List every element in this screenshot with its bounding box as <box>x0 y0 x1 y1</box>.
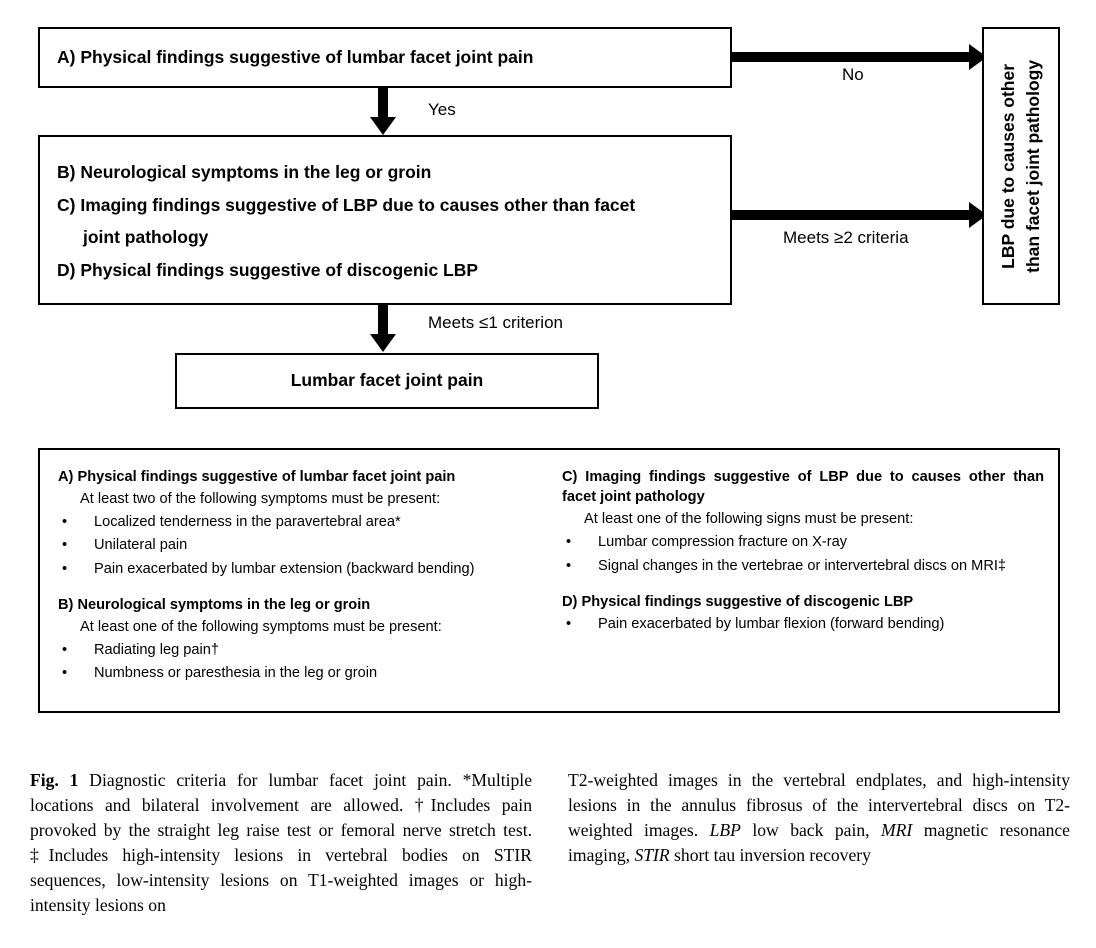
criteria-b-bullet-1-text: Radiating leg pain† <box>94 641 219 658</box>
criteria-a-bullet-3: • Pain exacerbated by lumbar extension (… <box>58 559 530 579</box>
figure-caption-column-right: T2-weighted images in the vertebral endp… <box>568 768 1070 918</box>
criteria-c-bullet-1-text: Lumbar compression fracture on X-ray <box>598 534 848 551</box>
arrow-bcd-to-final <box>370 305 396 352</box>
figure-caption-right-text-4: short tau inversion recovery <box>669 844 871 865</box>
flowchart-box-a: A) Physical findings suggestive of lumba… <box>38 27 732 88</box>
criteria-group-a: A) Physical findings suggestive of lumba… <box>58 467 530 579</box>
arrow-label-yes: Yes <box>428 100 456 119</box>
flowchart-box-b-label: B) Neurological symptoms in the leg or g… <box>57 162 432 182</box>
bullet-icon: • <box>62 560 68 577</box>
criteria-a-bullet-2: • Unilateral pain <box>58 535 530 555</box>
criteria-group-b: B) Neurological symptoms in the leg or g… <box>58 595 530 684</box>
arrow-label-no: No <box>842 65 864 84</box>
arrow-label-meets-two-criteria: Meets ≥2 criteria <box>783 228 909 247</box>
criteria-b-bullet-1: • Radiating leg pain† <box>58 640 530 660</box>
flowchart-box-d-label: D) Physical findings suggestive of disco… <box>57 259 479 280</box>
criteria-a-subheading: At least two of the following symptoms m… <box>80 491 441 508</box>
criteria-c-bullet-2-text: Signal changes in the vertebrae or inter… <box>598 557 1007 574</box>
figure-caption: Fig. 1 Diagnostic criteria for lumbar fa… <box>30 768 1070 918</box>
criteria-c-heading: C) Imaging findings suggestive of LBP du… <box>562 469 1044 506</box>
criteria-c-bullet-1: • Lumbar compression fracture on X-ray <box>562 532 1044 552</box>
flowchart-box-outcome-other-causes: LBP due to causes other than facet joint… <box>982 27 1060 305</box>
flowchart-box-final-diagnosis: Lumbar facet joint pain <box>175 353 599 409</box>
figure-caption-right-text-3: magnetic resonance imaging, <box>568 819 1070 865</box>
figure-caption-right-text-1: T2-weighted images in the vertebral endp… <box>568 770 1070 840</box>
criteria-column-left: A) Physical findings suggestive of lumba… <box>40 450 544 711</box>
flowchart-box-a-label: A) Physical findings suggestive of lumba… <box>57 46 534 67</box>
criteria-b-bullet-2-text: Numbness or paresthesia in the leg or gr… <box>94 665 378 681</box>
criteria-group-c: C) Imaging findings suggestive of LBP du… <box>562 467 1044 576</box>
criteria-a-bullet-1: • Localized tenderness in the paraverteb… <box>58 512 530 532</box>
arrow-bcd-to-outcome <box>732 202 987 228</box>
bullet-icon: • <box>62 641 68 658</box>
figure-caption-column-left: Fig. 1 Diagnostic criteria for lumbar fa… <box>30 768 532 918</box>
arrow-a-to-outcome <box>732 44 987 70</box>
criteria-d-bullet-1: • Pain exacerbated by lumbar flexion (fo… <box>562 614 1044 634</box>
criteria-a-heading: A) Physical findings suggestive of lumba… <box>58 469 456 485</box>
criteria-group-d: D) Physical findings suggestive of disco… <box>562 592 1044 634</box>
criteria-b-subheading: At least one of the following symptoms m… <box>80 618 442 635</box>
abbreviation-mri: MRI <box>881 819 913 840</box>
flowchart-box-final-label: Lumbar facet joint pain <box>290 370 484 391</box>
figure-caption-left-text: Diagnostic criteria for lumbar facet joi… <box>30 770 533 915</box>
criteria-d-heading: D) Physical findings suggestive of disco… <box>562 593 914 610</box>
flowchart-box-outcome-line2: than facet joint pathology <box>1023 59 1044 273</box>
criteria-a-bullet-2-text: Unilateral pain <box>94 537 188 554</box>
criteria-d-bullet-1-text: Pain exacerbated by lumbar flexion (forw… <box>598 615 945 632</box>
bullet-icon: • <box>62 514 68 531</box>
figure-caption-label: Fig. 1 <box>30 770 79 790</box>
criteria-c-subheading: At least one of the following signs must… <box>584 511 914 528</box>
criteria-column-right: C) Imaging findings suggestive of LBP du… <box>544 450 1058 711</box>
bullet-icon: • <box>62 665 68 681</box>
abbreviation-lbp: LBP <box>709 819 741 840</box>
criteria-b-bullet-2: • Numbness or paresthesia in the leg or … <box>58 663 530 683</box>
flowchart-box-bcd: B) Neurological symptoms in the leg or g… <box>38 135 732 305</box>
arrow-a-to-bcd <box>370 88 396 135</box>
bullet-icon: • <box>62 537 68 554</box>
flowchart-box-c-label-line2: joint pathology <box>83 227 209 247</box>
bullet-icon: • <box>566 615 572 632</box>
criteria-c-bullet-2: • Signal changes in the vertebrae or int… <box>562 556 1044 576</box>
bullet-icon: • <box>566 534 572 551</box>
criteria-panel: A) Physical findings suggestive of lumba… <box>38 448 1060 713</box>
figure-caption-right-text-2: low back pain, <box>740 819 881 840</box>
bullet-icon: • <box>566 557 572 574</box>
criteria-b-heading: B) Neurological symptoms in the leg or g… <box>58 596 371 613</box>
flowchart-box-outcome-line1: LBP due to causes other <box>997 63 1018 269</box>
flowchart-box-c-label-line1: C) Imaging findings suggestive of LBP du… <box>57 194 636 215</box>
criteria-a-bullet-3-text: Pain exacerbated by lumbar extension (ba… <box>94 560 475 577</box>
criteria-a-bullet-1-text: Localized tenderness in the paravertebra… <box>94 514 401 531</box>
arrow-label-meets-one-criterion: Meets ≤1 criterion <box>428 313 563 332</box>
flowchart-box-outcome-rotated-text: LBP due to causes other than facet joint… <box>996 60 1047 273</box>
abbreviation-stir: STIR <box>634 844 670 865</box>
